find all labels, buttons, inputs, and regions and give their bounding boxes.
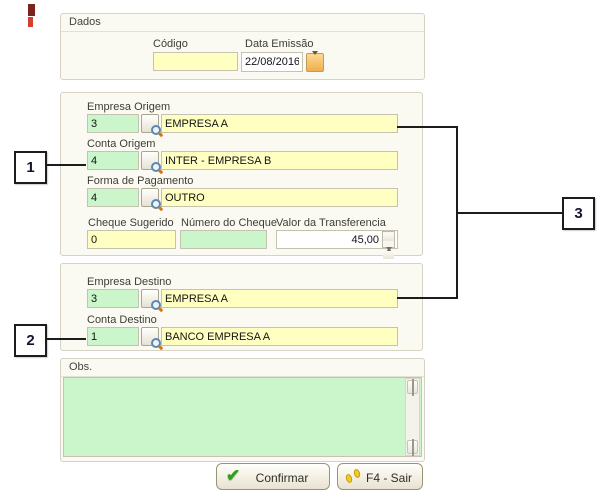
conta-destino-label: Conta Destino — [87, 314, 157, 326]
conta-destino-lookup-button[interactable] — [141, 327, 164, 350]
callout-3-box: 3 — [562, 197, 595, 230]
callout-1-line — [47, 164, 86, 166]
callout-3-line-middle — [458, 212, 562, 214]
callout-3-line-bottom — [397, 297, 458, 299]
conta-destino-name-input[interactable] — [161, 327, 398, 346]
edge-artifact-icon — [28, 4, 35, 16]
callout-2-number: 2 — [26, 332, 35, 349]
confirmar-button-label: Confirmar — [255, 471, 309, 485]
obs-group-title: Obs. — [61, 359, 424, 377]
callout-3-line-top — [397, 126, 458, 128]
empresa-origem-lookup-button[interactable] — [141, 114, 164, 137]
edge-artifact-icon — [28, 17, 33, 27]
empresa-destino-lookup-button[interactable] — [141, 289, 164, 312]
empresa-destino-label: Empresa Destino — [87, 276, 172, 288]
obs-groupbox: Obs. — [60, 358, 425, 462]
codigo-label: Código — [153, 38, 188, 50]
obs-textarea[interactable] — [63, 377, 422, 457]
callout-2-line — [47, 338, 86, 340]
valor-spinner — [382, 231, 395, 266]
scroll-up-button[interactable] — [407, 379, 418, 396]
dados-groupbox: Dados Código Data Emissão — [60, 13, 425, 80]
callout-1-box: 1 — [14, 151, 47, 184]
cheque-sugerido-label: Cheque Sugerido — [88, 217, 174, 229]
cheque-sugerido-input[interactable] — [87, 230, 176, 249]
scroll-down-button[interactable] — [407, 439, 418, 456]
f4-sair-button[interactable]: F4 - Sair — [337, 463, 423, 490]
numero-cheque-label: Número do Cheque — [181, 217, 278, 229]
data-emissao-dropdown-button[interactable] — [306, 51, 324, 72]
callout-1-number: 1 — [26, 159, 35, 176]
conta-origem-code-input[interactable] — [87, 151, 139, 170]
empresa-destino-name-input[interactable] — [161, 289, 398, 308]
numero-cheque-input[interactable] — [180, 230, 267, 249]
confirmar-button[interactable]: ✔ Confirmar — [216, 463, 330, 490]
empresa-destino-code-input[interactable] — [87, 289, 139, 308]
origem-groupbox: Empresa Origem Conta Origem Forma de Pag… — [60, 92, 423, 266]
forma-pagamento-code-input[interactable] — [87, 188, 139, 207]
forma-pagamento-label: Forma de Pagamento — [87, 175, 194, 187]
obs-scrollbar[interactable] — [405, 378, 420, 456]
callout-3-number: 3 — [574, 205, 583, 222]
empresa-origem-label: Empresa Origem — [87, 101, 171, 113]
forma-pagamento-lookup-button[interactable] — [141, 188, 164, 211]
dados-group-title: Dados — [61, 14, 424, 32]
chevron-down-icon — [312, 51, 318, 70]
conta-origem-lookup-button[interactable] — [141, 151, 164, 174]
chevron-down-icon — [411, 439, 414, 456]
spinner-down-button[interactable] — [383, 247, 394, 266]
valor-transferencia-label: Valor da Transferencia — [276, 217, 386, 229]
data-emissao-input[interactable] — [241, 52, 303, 72]
conta-destino-code-input[interactable] — [87, 327, 139, 346]
chevron-up-icon — [411, 379, 414, 396]
empresa-origem-code-input[interactable] — [87, 114, 139, 133]
empresa-origem-name-input[interactable] — [161, 114, 398, 133]
check-icon: ✔ — [226, 466, 241, 485]
destino-groupbox: Empresa Destino Conta Destino — [60, 263, 423, 351]
conta-origem-label: Conta Origem — [87, 138, 156, 150]
valor-transferencia-input[interactable] — [276, 230, 398, 249]
callout-2-box: 2 — [14, 324, 47, 357]
spinner-up-button[interactable] — [383, 233, 394, 252]
codigo-input[interactable] — [153, 52, 238, 71]
f4-sair-button-label: F4 - Sair — [365, 471, 412, 485]
forma-pagamento-name-input[interactable] — [161, 188, 398, 207]
data-emissao-label: Data Emissão — [245, 38, 314, 50]
callout-3-line-vertical — [456, 126, 458, 299]
conta-origem-name-input[interactable] — [161, 151, 398, 170]
